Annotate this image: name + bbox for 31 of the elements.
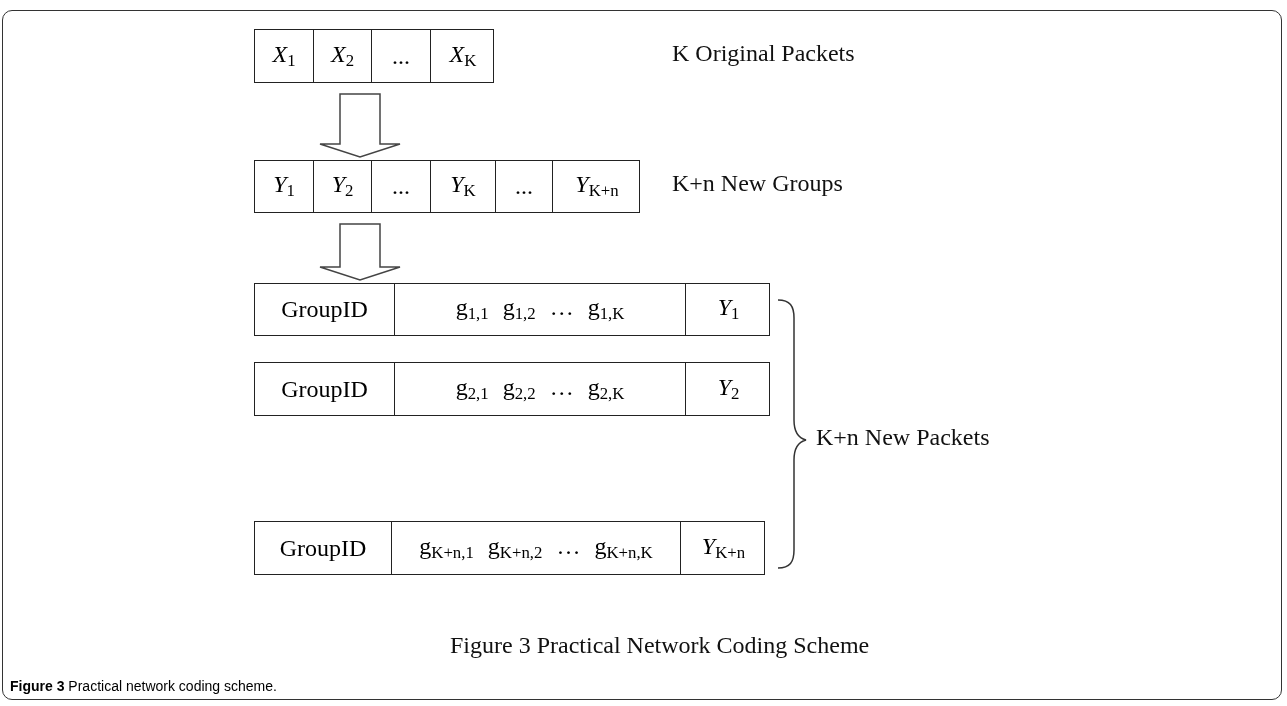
block-arrow: [319, 223, 401, 281]
packet-row: [254, 283, 770, 336]
table-cell: g$_{2,1}$ g$_{2,2}$ … g$_{2,K}$: [394, 363, 685, 415]
figure-title: Figure 3 Practical Network Coding Scheme: [450, 632, 870, 659]
table-cell: GroupID: [255, 522, 391, 574]
row-label: K Original Packets: [672, 40, 855, 67]
table-cell: Y$_{1}$: [255, 161, 313, 212]
table-cell: X$_{1}$: [255, 30, 313, 82]
block-arrow: [319, 93, 401, 158]
packet-row: [254, 362, 770, 416]
table-cell: g$_{K+n,1}$ g$_{K+n,2}$ … g$_{K+n,K}$: [391, 522, 680, 574]
table-cell: Y$_{K+n}$: [552, 161, 641, 212]
table-cell: Y$_{2}$: [685, 363, 771, 415]
group-label: K+n New Packets: [816, 424, 990, 451]
table-cell: ...: [371, 30, 430, 82]
packet-row: [254, 29, 494, 83]
table-cell: Y$_{K}$: [430, 161, 495, 212]
table-cell: Y$_{2}$: [313, 161, 371, 212]
table-cell: Y$_{K+n}$: [680, 522, 766, 574]
table-cell: g$_{1,1}$ g$_{1,2}$ … g$_{1,K}$: [394, 284, 685, 335]
table-cell: GroupID: [255, 363, 394, 415]
table-cell: GroupID: [255, 284, 394, 335]
table-cell: X$_{2}$: [313, 30, 371, 82]
group-row: [254, 160, 640, 213]
figure-caption: Figure 3 Practical network coding scheme.: [10, 678, 277, 694]
table-cell: Y$_{1}$: [685, 284, 771, 335]
table-cell: X$_{K}$: [430, 30, 495, 82]
table-cell: ...: [495, 161, 552, 212]
packet-row: [254, 521, 765, 575]
table-cell: ...: [371, 161, 430, 212]
row-label: K+n New Groups: [672, 170, 843, 197]
